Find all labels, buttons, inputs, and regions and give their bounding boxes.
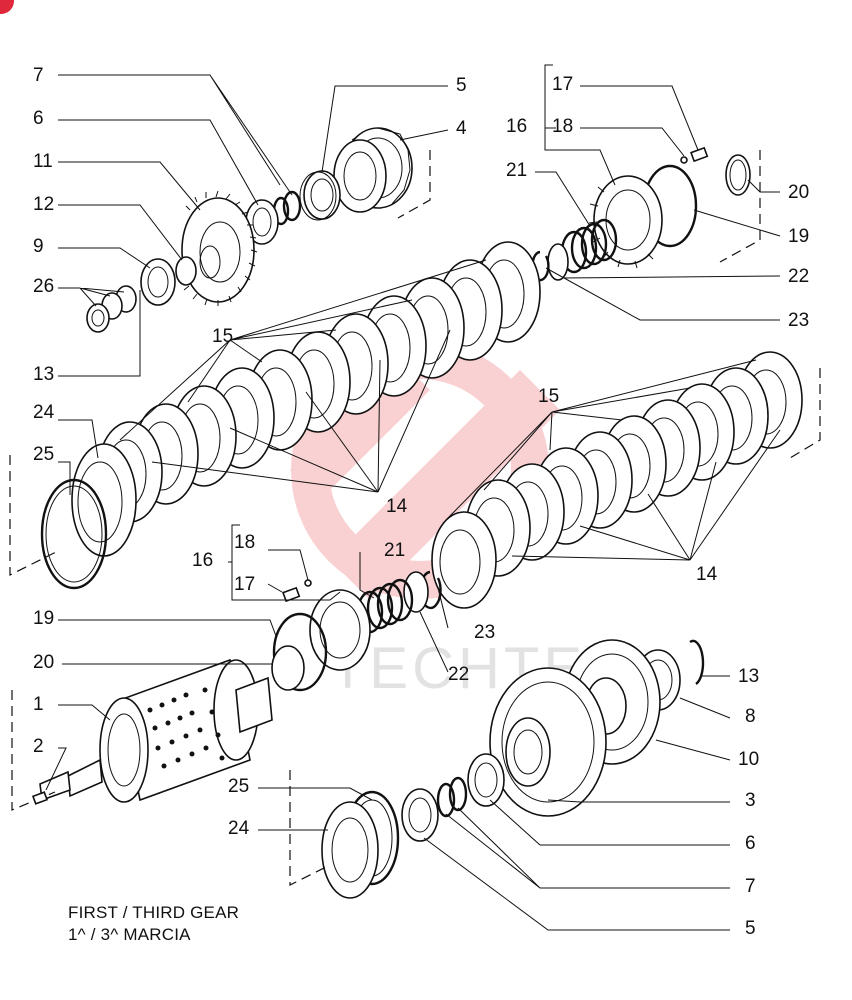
part-12-ring: [175, 256, 197, 286]
part-5-bearing-lower: [401, 788, 439, 842]
callout-17: 17: [552, 74, 573, 95]
callout-6-lower: 6: [745, 833, 756, 854]
clutch-pack-upper: [9, 241, 541, 590]
callout-23: 23: [788, 310, 809, 331]
part-20-ring-lower: [271, 645, 305, 691]
part-11-gear: [181, 190, 258, 306]
part-9-bearing: [140, 258, 176, 306]
callout-8: 8: [745, 706, 756, 727]
part-22-ring-lower: [403, 571, 429, 613]
callout-7: 7: [33, 65, 44, 86]
part-5-bearing: [299, 170, 341, 221]
part-26-shims: [86, 285, 137, 333]
callout-13: 13: [33, 364, 54, 385]
part-25-ring: [40, 478, 108, 590]
part-17-pin-lower: [282, 586, 301, 603]
part-16-piston-lower: [309, 589, 371, 671]
callout-15-lower: 15: [538, 386, 559, 407]
callout-4: 4: [456, 118, 467, 139]
callout-25: 25: [33, 444, 54, 465]
axis-line-upper-right: [719, 150, 761, 263]
clutch-disc: [431, 511, 497, 609]
callout-3: 3: [745, 790, 756, 811]
upper-gear-assembly: [86, 127, 431, 333]
diagram-subtitle: 1^ / 3^ MARCIA: [68, 925, 191, 944]
part-16-piston: [588, 175, 663, 269]
callout-15: 15: [212, 326, 233, 347]
callout-19-lower: 19: [33, 608, 54, 629]
callout-16: 16: [506, 116, 527, 137]
diagram-title: FIRST / THIRD GEAR: [68, 903, 240, 922]
part-7-snap-ring-lower-2: [436, 782, 456, 818]
callout-20-lower: 20: [33, 652, 54, 673]
part-1-drum-shaft: [11, 658, 273, 811]
callout-18: 18: [552, 116, 573, 137]
callout-24-lower: 24: [228, 818, 250, 839]
callout-20: 20: [788, 182, 809, 203]
callout-23-lower: 23: [474, 622, 495, 643]
callout-13-lower: 13: [738, 666, 759, 687]
callout-16-lower: 16: [192, 550, 213, 571]
callout-9: 9: [33, 236, 44, 257]
callout-21-lower: 21: [384, 540, 405, 561]
part-7-snap-ring: [282, 190, 302, 222]
callout-10: 10: [738, 749, 759, 770]
callout-7-lower: 7: [745, 876, 756, 897]
callout-5: 5: [456, 75, 467, 96]
part-13-snap-ring: [689, 639, 705, 685]
axis-line-upper: [397, 150, 431, 219]
part-18-ball: [680, 156, 688, 164]
callout-1: 1: [33, 694, 44, 715]
callout-24: 24: [33, 402, 55, 423]
callout-22-lower: 22: [448, 664, 469, 685]
callout-21: 21: [506, 160, 527, 181]
callout-14: 14: [386, 496, 408, 517]
callout-11: 11: [33, 151, 53, 172]
callout-12: 12: [33, 194, 54, 215]
axis-line-right: [789, 368, 821, 459]
upper-piston-assembly: [531, 146, 761, 282]
callout-18-lower: 18: [234, 532, 255, 553]
callout-17-lower: 17: [234, 574, 255, 595]
part-2-plug: [31, 791, 49, 805]
part-7-snap-ring-lower: [448, 776, 468, 812]
part-24-plate-lower: [321, 801, 379, 899]
callout-2: 2: [33, 736, 44, 757]
part-4-hub: [333, 127, 413, 213]
part-17-pin: [690, 146, 709, 163]
part-6-bearing-lower: [467, 753, 505, 807]
callout-26: 26: [33, 276, 54, 297]
clutch-pack-lower: [271, 351, 821, 692]
leader-lines: [45, 64, 781, 931]
drum-holes: [147, 687, 225, 769]
axis-line-left: [9, 455, 61, 576]
part-24-plate: [71, 443, 137, 557]
lower-gear-assembly: [289, 639, 705, 899]
callout-labels: 7 5 6 4 11 12 9 26 13 17 16 18 21 20 19 …: [33, 65, 809, 939]
callout-19: 19: [788, 226, 809, 247]
part-3-gear: [489, 667, 607, 817]
part-19-seal-lower: [272, 612, 328, 692]
callout-6: 6: [33, 108, 44, 129]
callout-14-lower: 14: [696, 564, 718, 585]
axis-line-lower: [289, 770, 331, 886]
part-18-ball-lower: [304, 579, 312, 587]
callout-22: 22: [788, 266, 809, 287]
callout-25-lower: 25: [228, 776, 249, 797]
callout-5-lower: 5: [745, 918, 756, 939]
